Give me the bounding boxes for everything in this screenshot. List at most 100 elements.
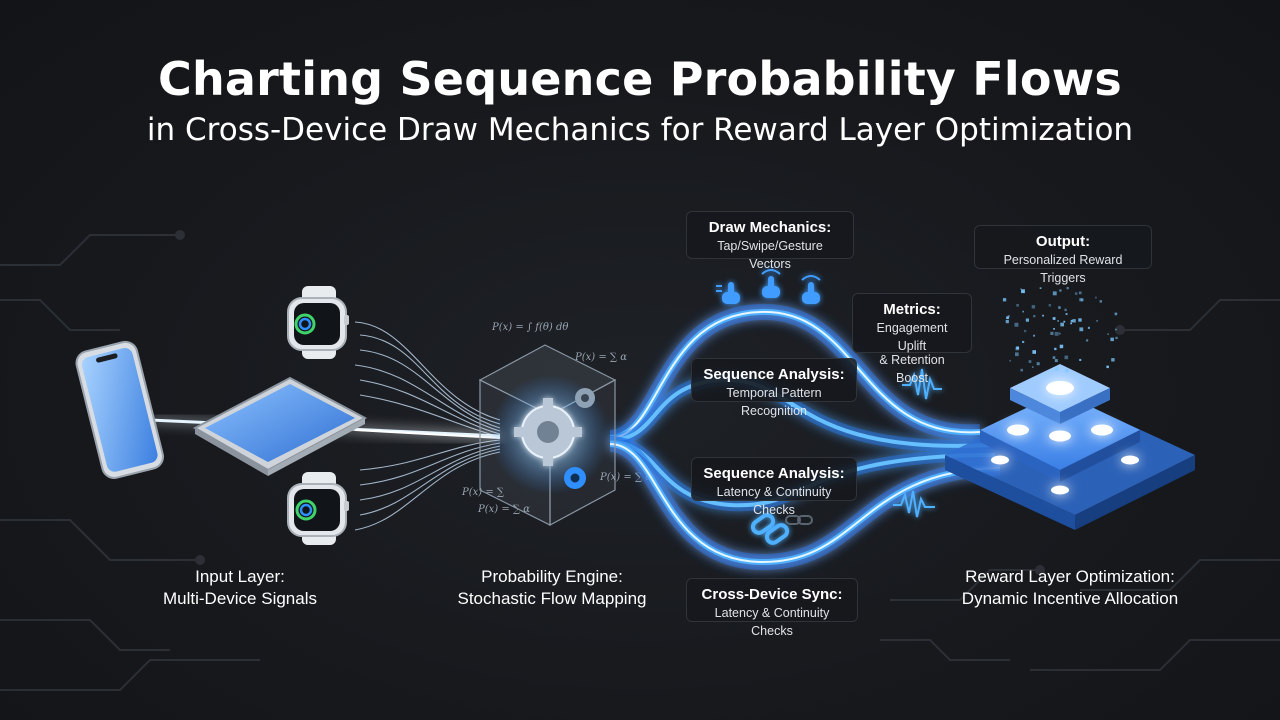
particle <box>1107 333 1109 335</box>
box-subtext: Temporal Pattern Recognition <box>702 384 846 420</box>
particle <box>1053 356 1056 359</box>
particle <box>1055 359 1058 362</box>
reward-layer-label: Reward Layer Optimization: Dynamic Incen… <box>935 566 1205 610</box>
particle <box>1072 319 1075 322</box>
particle <box>1079 327 1083 331</box>
particle <box>1055 332 1059 336</box>
formula-text: P(x) = ∑ α <box>574 352 627 363</box>
particle <box>1016 347 1019 350</box>
particle <box>1064 309 1066 311</box>
sequence-analysis-lower-box: Sequence Analysis: Latency & Continuity … <box>691 457 857 501</box>
smartwatch-icon <box>288 472 349 545</box>
particle <box>1100 300 1102 302</box>
particle <box>1079 298 1082 301</box>
particle <box>1075 292 1078 295</box>
label-subtext: Dynamic Incentive Allocation <box>935 588 1205 610</box>
tap-gesture-icon <box>716 270 820 304</box>
particle <box>1020 369 1023 372</box>
particle <box>1029 360 1032 363</box>
particle <box>1059 289 1061 291</box>
particle <box>1009 360 1011 362</box>
box-subtext: Latency & Continuity Checks <box>697 604 847 640</box>
label-heading: Reward Layer Optimization: <box>935 566 1205 588</box>
draw-mechanics-box: Draw Mechanics: Tap/Swipe/Gesture Vector… <box>686 211 854 259</box>
particle <box>1020 288 1022 290</box>
particle <box>1055 367 1059 371</box>
cross-device-sync-box: Cross-Device Sync: Latency & Continuity … <box>686 578 858 622</box>
box-subtext: Personalized Reward Triggers <box>985 251 1141 287</box>
particle <box>1040 287 1042 289</box>
label-subtext: Multi-Device Signals <box>120 588 360 610</box>
box-heading: Cross-Device Sync: <box>697 585 847 604</box>
particle <box>1022 311 1024 313</box>
box-heading: Metrics: <box>863 300 961 319</box>
box-heading: Sequence Analysis: <box>702 365 846 384</box>
particle <box>1078 318 1081 321</box>
particle <box>1015 323 1019 327</box>
particle <box>1006 316 1009 319</box>
smartphone-icon <box>74 339 166 480</box>
particle <box>1024 330 1026 332</box>
particle <box>1006 320 1009 323</box>
particle <box>1086 339 1088 341</box>
formula-text: P(x) = ∫ f(θ) dθ <box>491 322 568 333</box>
particle <box>1095 297 1097 299</box>
particle <box>1003 298 1006 301</box>
sequence-analysis-upper-box: Sequence Analysis: Temporal Pattern Reco… <box>691 358 857 402</box>
particle <box>1065 356 1069 360</box>
box-heading: Sequence Analysis: <box>702 464 846 483</box>
particle <box>1054 348 1056 350</box>
particle <box>1115 313 1118 316</box>
gear-cube-icon <box>480 345 615 525</box>
page-title: Charting Sequence Probability Flows <box>0 52 1280 106</box>
box-subtext: Latency & Continuity Checks <box>702 483 846 519</box>
input-layer-label: Input Layer: Multi-Device Signals <box>120 566 360 610</box>
particle <box>1037 362 1040 365</box>
label-subtext: Stochastic Flow Mapping <box>432 588 672 610</box>
particle <box>1032 305 1035 308</box>
particle <box>1115 329 1117 331</box>
box-heading: Draw Mechanics: <box>697 218 843 237</box>
output-box: Output: Personalized Reward Triggers <box>974 225 1152 269</box>
particle <box>1015 352 1019 356</box>
particle <box>1111 358 1114 361</box>
box-subtext: Engagement Uplift <box>863 319 961 355</box>
particle <box>1016 304 1019 307</box>
tablet-icon <box>195 378 365 476</box>
particle <box>1096 320 1098 322</box>
box-heading: Output: <box>985 232 1141 251</box>
particle <box>1070 323 1072 325</box>
particle <box>1059 333 1061 335</box>
particle <box>1033 315 1035 317</box>
particle <box>1053 328 1055 330</box>
tiered-platform-icon <box>945 364 1195 530</box>
particle <box>1115 337 1117 339</box>
metrics-box: Metrics: Engagement Uplift & Retention B… <box>852 293 972 353</box>
label-heading: Input Layer: <box>120 566 360 588</box>
particle <box>1032 350 1036 354</box>
box-subtext: Tap/Swipe/Gesture Vectors <box>697 237 843 273</box>
signal-lines <box>355 322 500 530</box>
particle <box>1049 304 1052 307</box>
particle <box>1057 320 1059 322</box>
particle <box>1026 319 1029 322</box>
particle <box>1067 287 1069 289</box>
particle <box>1053 317 1056 320</box>
particle <box>1053 291 1057 295</box>
particle <box>1058 306 1061 309</box>
particle <box>1050 332 1053 335</box>
particle <box>1033 335 1035 337</box>
particle <box>1110 338 1114 342</box>
page-subtitle: in Cross-Device Draw Mechanics for Rewar… <box>0 112 1280 148</box>
particle <box>1060 323 1064 327</box>
particle <box>1065 369 1068 372</box>
particle <box>1032 366 1034 368</box>
particle <box>1042 315 1044 317</box>
particle-field <box>1003 287 1118 372</box>
particle <box>1022 341 1024 343</box>
smartwatch-icon <box>288 286 349 359</box>
particle <box>1079 359 1081 361</box>
box-subtext: & Retention Boost <box>863 351 961 387</box>
probability-engine-label: Probability Engine: Stochastic Flow Mapp… <box>432 566 672 610</box>
